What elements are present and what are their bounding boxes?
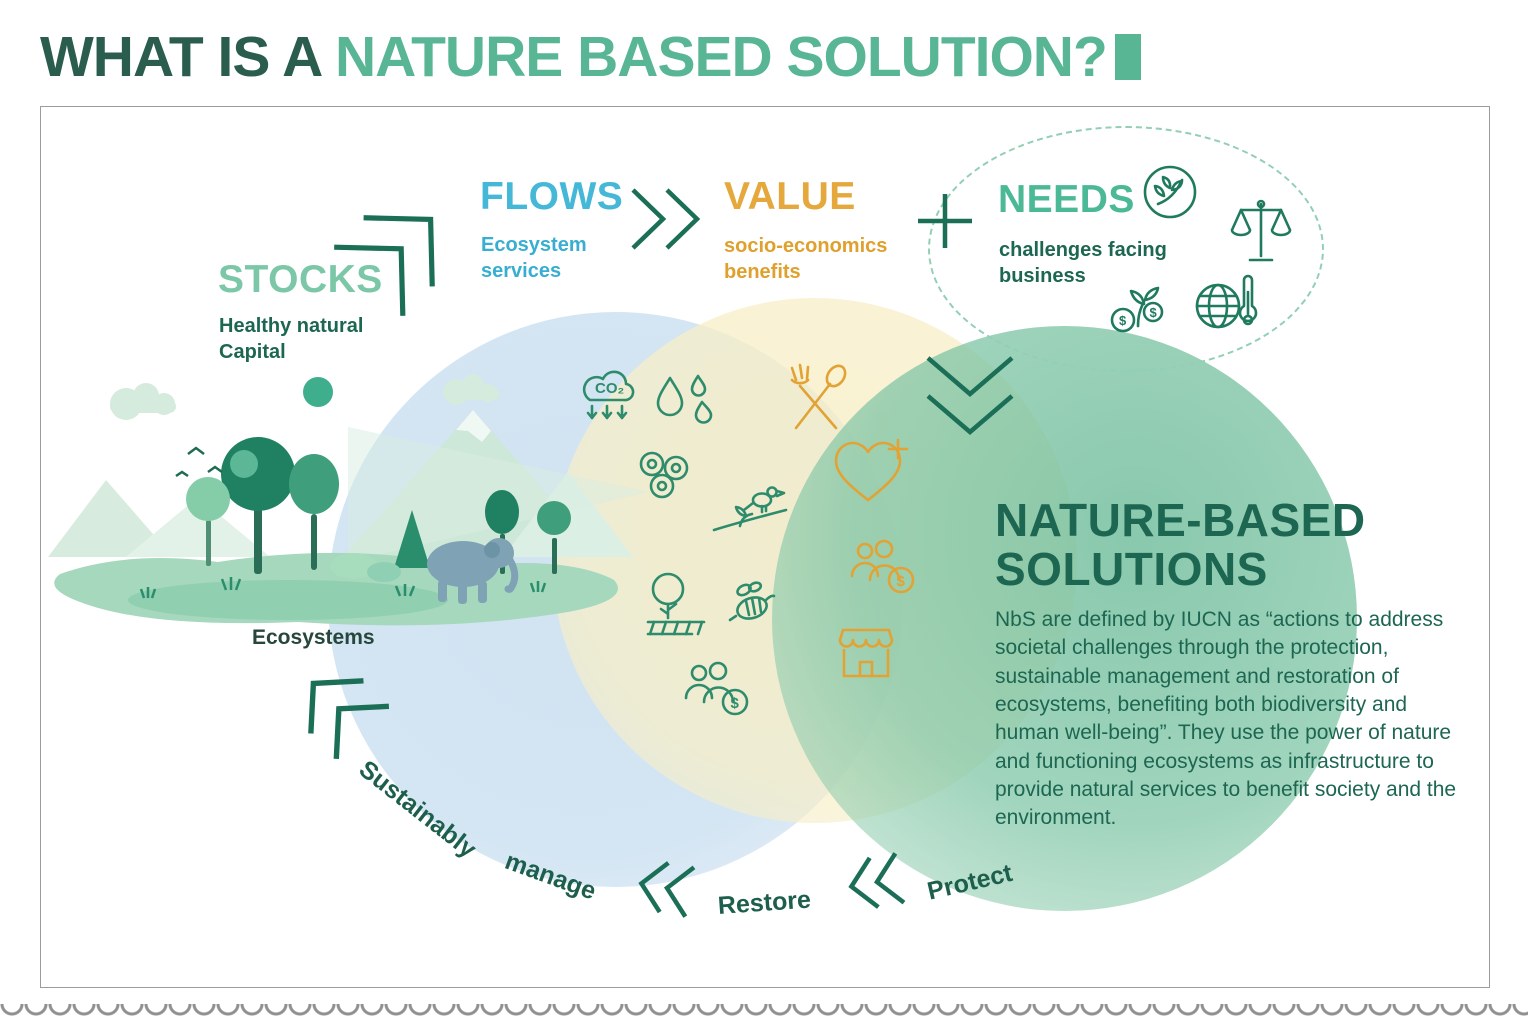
ecosystem-illustration bbox=[48, 374, 648, 626]
biodiversity-leaf-icon bbox=[1143, 165, 1197, 219]
chevron-left-double-restore-icon bbox=[638, 861, 696, 918]
health-heart-icon bbox=[834, 438, 909, 502]
food-cutlery-icon bbox=[790, 363, 847, 430]
stocks-subtext: Healthy natural Capital bbox=[219, 315, 364, 363]
chevron-up-left-double-icon bbox=[308, 678, 390, 760]
climate-globe-thermometer-icon bbox=[1195, 274, 1258, 329]
dollar-glyph: $ bbox=[731, 695, 740, 712]
value-label: VALUE bbox=[724, 175, 856, 218]
co2-label: CO₂ bbox=[595, 380, 624, 397]
plus-icon bbox=[918, 194, 972, 248]
nbs-heading: NATURE-BASED SOLUTIONS bbox=[995, 496, 1366, 594]
dollar-glyph: $ bbox=[1150, 305, 1158, 320]
cloud-icon bbox=[110, 374, 500, 420]
chevron-left-double-protect-icon bbox=[848, 852, 906, 909]
tree-soil-icon bbox=[646, 572, 706, 636]
dollar-glyph: $ bbox=[897, 573, 906, 590]
flows-subtext: Ecosystem services bbox=[481, 234, 587, 282]
pollinator-bee-icon bbox=[728, 581, 776, 622]
sun-dot-icon bbox=[303, 377, 333, 407]
local-business-store-icon bbox=[838, 628, 894, 678]
bird-on-branch-icon bbox=[712, 486, 788, 532]
jobs-income-icon: $ bbox=[850, 539, 915, 594]
nbs-circle bbox=[772, 326, 1357, 911]
value-subtext: socio-economics benefits bbox=[724, 235, 888, 283]
chevron-up-right-icon bbox=[334, 215, 435, 316]
timber-logs-icon bbox=[639, 451, 689, 499]
co2-emissions-icon: CO₂ bbox=[582, 370, 635, 420]
nbs-description: NbS are defined by IUCN as “actions to a… bbox=[995, 608, 1457, 830]
ecosystems-label: Ecosystems bbox=[252, 626, 375, 649]
needs-subtext: challenges facing business bbox=[999, 239, 1167, 287]
title-main: NATURE BASED SOLUTION? bbox=[335, 25, 1108, 89]
content-frame bbox=[40, 106, 1490, 988]
flows-label: FLOWS bbox=[480, 175, 624, 218]
page-title: WHAT IS A NATURE BASED SOLUTION? bbox=[40, 24, 1141, 90]
chevron-right-double-icon bbox=[631, 188, 701, 250]
green-investment-icon: $ $ bbox=[1110, 286, 1164, 333]
scalloped-edge bbox=[0, 1004, 1528, 1024]
nbs-heading-line1: NATURE-BASED bbox=[995, 494, 1366, 546]
balance-scales-icon bbox=[1230, 199, 1292, 262]
nbs-heading-line2: SOLUTIONS bbox=[995, 542, 1268, 595]
needs-ellipse bbox=[928, 126, 1324, 372]
birds-icon bbox=[175, 446, 223, 478]
chevron-down-double-icon bbox=[926, 356, 1014, 435]
water-drops-icon bbox=[656, 374, 713, 424]
needs-label: NEEDS bbox=[998, 178, 1135, 221]
title-prefix: WHAT IS A bbox=[40, 25, 336, 89]
dollar-glyph: $ bbox=[1119, 313, 1127, 328]
title-accent-block bbox=[1114, 34, 1141, 80]
stocks-label: STOCKS bbox=[218, 258, 383, 301]
elephant-icon bbox=[427, 538, 519, 604]
grass-tufts-icon bbox=[139, 577, 547, 599]
community-livelihood-icon: $ bbox=[684, 661, 749, 716]
